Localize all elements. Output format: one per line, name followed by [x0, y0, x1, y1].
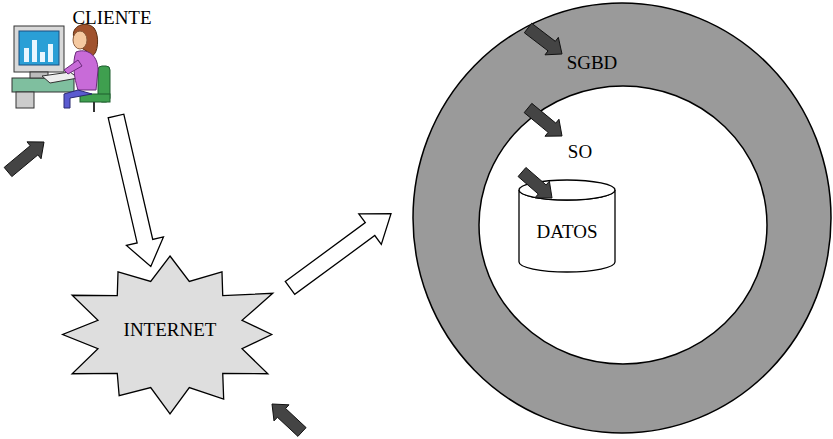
threat-arrow: [524, 23, 562, 55]
cylinder-body: [519, 190, 615, 272]
dbms-ring: SGBD SO DATOS: [412, 2, 832, 434]
data-cylinder: DATOS: [518, 180, 616, 272]
threat-arrow: [4, 142, 44, 177]
threat-arrow: [272, 404, 306, 436]
node-label: DATOS: [537, 222, 598, 243]
client-node: CLIENTE: [8, 4, 158, 116]
node-label: INTERNET: [124, 320, 217, 341]
node-label: CLIENTE: [72, 8, 151, 29]
hollow-arrow: [108, 114, 163, 266]
threat-arrow: [524, 103, 562, 136]
inner-ellipse: [479, 86, 767, 364]
node-label: SGBD: [567, 53, 618, 74]
os-region: SO DATOS: [478, 85, 768, 365]
ring-ellipse: [413, 3, 831, 433]
computer-user-icon: [12, 24, 110, 112]
starburst: [63, 256, 273, 414]
node-label: SO: [568, 142, 592, 163]
hollow-arrow: [285, 214, 391, 295]
threat-arrow: [518, 167, 552, 198]
internet-cloud: INTERNET: [58, 250, 290, 415]
